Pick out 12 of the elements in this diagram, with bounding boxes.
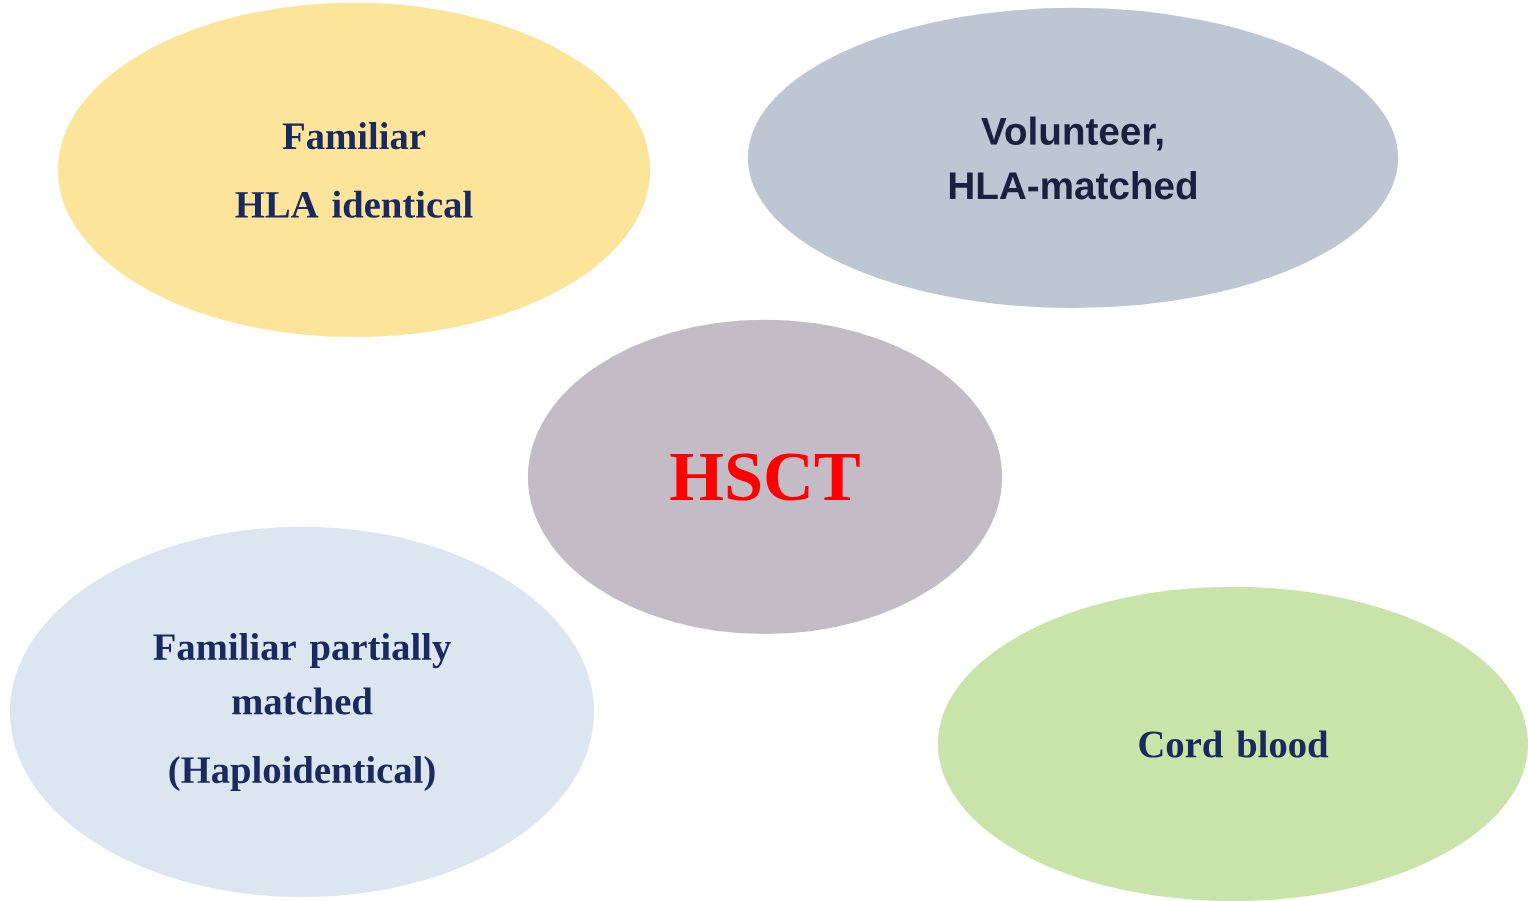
node-label: Familiar — [282, 122, 426, 150]
node-label: HSCT — [670, 453, 860, 501]
node-label: HLA identical — [235, 190, 473, 218]
node-label: Cord blood — [1139, 730, 1329, 758]
oval — [936, 585, 1528, 901]
node-label: Familiar partially matched — [153, 632, 451, 715]
oval — [8, 525, 596, 899]
oval — [56, 1, 652, 339]
node-label: Volunteer, HLA-matched — [949, 116, 1197, 200]
oval — [746, 6, 1400, 310]
oval — [526, 318, 1004, 636]
node-label: (Haploidentical) — [169, 755, 435, 792]
